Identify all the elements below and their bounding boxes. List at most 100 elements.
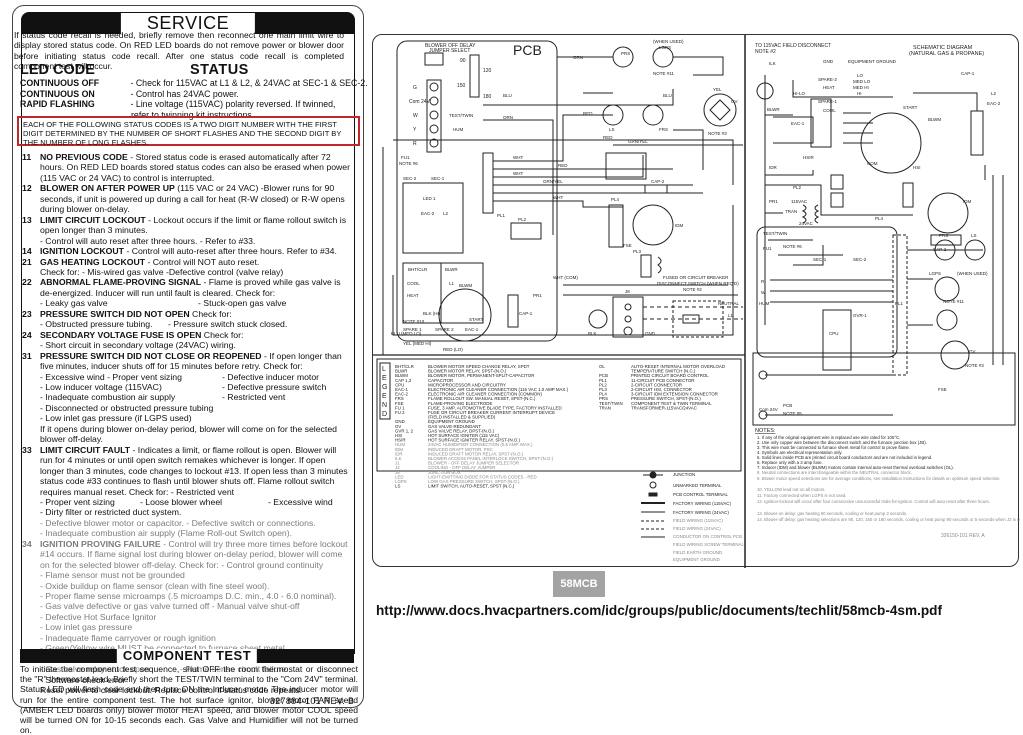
code-number: 23 bbox=[22, 308, 32, 319]
cap1-label: CAP-1 bbox=[519, 311, 533, 316]
pl4-label: PL4 bbox=[611, 197, 620, 202]
ilk-wire-label: BLK bbox=[588, 331, 597, 336]
code-text: - Inadequate combustion air supply (Flam… bbox=[40, 528, 293, 539]
code-text: - Software check error bbox=[40, 674, 126, 685]
note-item: 5. Solid lines inside PCB are printed ci… bbox=[757, 455, 932, 460]
service-title-bar: SERVICE bbox=[21, 12, 355, 34]
jumper-subtitle: JUMPER SELECT bbox=[429, 48, 470, 54]
legend-abbr: BHT/CLR bbox=[395, 364, 414, 369]
wire-label: WHT bbox=[513, 171, 523, 176]
legend-letter: E bbox=[382, 375, 387, 382]
schematic-hsi: HSI bbox=[913, 165, 921, 170]
service-title: SERVICE bbox=[120, 13, 256, 34]
legend-desc: TEMPERATURE SWITCH (N.C.) bbox=[631, 369, 696, 374]
fu1-label: FU1 bbox=[401, 155, 410, 160]
legend-symbol-desc: PCB CONTROL TERMINAL bbox=[673, 492, 728, 497]
legend-desc: BLOWER - OFF DELAY JUMPER SELECTOR bbox=[428, 461, 519, 466]
legend-symbol-desc: CONDUCTOR ON CONTROL PCB bbox=[673, 534, 742, 539]
highlighted-note: Each of the following status codes is a … bbox=[17, 116, 360, 147]
model-badge: 58MCB bbox=[553, 571, 605, 597]
code-title: PRESSURE SWITCH DID NOT OPEN bbox=[40, 308, 190, 319]
schematic-idm: IDM bbox=[963, 199, 972, 204]
code-check: - Pressure switch stuck closed. bbox=[168, 319, 288, 330]
pl1-label: PL1 bbox=[497, 213, 506, 218]
note-item: 8. Neutral connections are interchangeab… bbox=[757, 470, 912, 475]
code-check: - Obstructed pressure tubing. bbox=[40, 319, 153, 330]
wire-label: ORN bbox=[573, 55, 583, 60]
blwr-label: BLWR bbox=[445, 267, 458, 272]
legend-abbr: GVR 1, 2 bbox=[395, 428, 414, 433]
legend-desc: LIMIT SWITCH, AUTO-RESET, SPST (N.C.) bbox=[428, 484, 515, 489]
wire-label: ORN bbox=[503, 115, 513, 120]
code-check: - Defective pressure switch bbox=[222, 381, 327, 392]
jumper-value: 180 bbox=[483, 94, 492, 100]
legend-abbr: BLWR bbox=[395, 369, 407, 374]
fuse-label-2: DISCONNECT SWITCH (WHEN REQ'D) bbox=[657, 281, 739, 286]
diagram-part-number: 326150-101 REV. A bbox=[941, 533, 985, 539]
terminal-label: R bbox=[413, 141, 417, 147]
code-text: Check for: bbox=[189, 308, 232, 319]
led-code-list: CONTINUOUS OFF - Check for 115VAC at L1 … bbox=[20, 78, 368, 120]
sec1-label: SEC-1 bbox=[431, 176, 445, 181]
wire-label: WHT (COM) bbox=[553, 275, 578, 280]
led-code-row: RAPID FLASHING - Line voltage (115VAC) p… bbox=[20, 99, 350, 110]
code-check: - Defective Hot Surface Ignitor bbox=[40, 611, 157, 622]
service-intro: If status code recall is needed, briefly… bbox=[14, 30, 344, 72]
note6-label: NOTE #6 bbox=[399, 161, 418, 166]
wire-label: BLU bbox=[663, 93, 672, 98]
schematic-gv: GV bbox=[969, 349, 976, 354]
schematic-subtitle: (NATURAL GAS & PROPANE) bbox=[909, 51, 984, 57]
note11-label: NOTE #11 bbox=[653, 71, 674, 76]
tap-label: MED HI bbox=[853, 85, 869, 90]
code-text: open longer than 3 minutes. bbox=[40, 225, 148, 236]
code-text: - Control will auto reset after three ho… bbox=[40, 235, 256, 246]
legend-desc: MICROPROCESSOR AND CIRCUITRY bbox=[428, 382, 506, 387]
legend-desc: 2-CIRCUIT CONNECTOR bbox=[631, 382, 682, 387]
legend-abbr: J1 bbox=[395, 461, 400, 466]
terminal-label: W bbox=[413, 113, 418, 119]
schematic-24vac: 24VAC bbox=[799, 221, 814, 226]
code-text: - Flame is proved while gas valve is bbox=[201, 277, 341, 288]
legend-desc: LOW GAS PRESSURE SWITCH, SPST-(N.O.) bbox=[428, 479, 520, 484]
legend-abbr: EAC-1 bbox=[395, 387, 408, 392]
code-check: - Inadequate combustion air supply bbox=[40, 392, 176, 403]
terminal-label: Y bbox=[413, 127, 417, 133]
schematic-pr1: PR1 bbox=[769, 199, 778, 204]
j8-label: J8 bbox=[625, 289, 630, 294]
source-url[interactable]: http://www.docs.hvacpartners.com/idc/gro… bbox=[376, 603, 942, 618]
legend-symbol-desc: FIELD WIRING (115VAC) bbox=[673, 518, 723, 523]
service-part-number: 327884-101 REV. B bbox=[270, 696, 355, 706]
schematic-idr: IDR bbox=[769, 165, 778, 170]
code-check: - Flame sense circuit failure bbox=[180, 664, 287, 675]
schematic-com24: Com 24V bbox=[759, 407, 778, 412]
bhtclr-label: BHT/CLR bbox=[408, 267, 428, 272]
note-item: 2. Use only copper wire between the disc… bbox=[757, 440, 927, 445]
neutral-label: NEUTRAL bbox=[718, 301, 740, 306]
code-text: - Lockout occurs if the limit or flame r… bbox=[145, 214, 347, 225]
code-check: - Low inducer voltage (115VAC) bbox=[40, 381, 162, 392]
legend-abbr: FRS bbox=[395, 396, 404, 401]
schematic-gvr1: GVR-1 bbox=[853, 313, 867, 318]
code-text: seconds, if unit is powered up during a … bbox=[40, 193, 345, 204]
legend-abbr: PL4 bbox=[599, 392, 607, 397]
schematic-note3: NOTE #3 bbox=[965, 363, 984, 368]
note-item: 13. Blower-on delay: gas heating 60 seco… bbox=[757, 511, 907, 516]
wire-label: RED (LO) bbox=[443, 347, 463, 352]
code-checks: - Low inducer voltage (115VAC) - Defectiv… bbox=[22, 382, 358, 392]
code-title: IGNITION PROVING FAILURE bbox=[40, 538, 161, 549]
code-check: - Gas valve relay stuck open bbox=[40, 664, 150, 675]
note-item: 6. Replace only with a 3 amp fuse. bbox=[757, 460, 823, 465]
tap-label: MED LO bbox=[853, 79, 871, 84]
legend-abbr: PL1 bbox=[599, 378, 607, 383]
code-check: - Defective inducer motor bbox=[222, 371, 320, 382]
code-check: - Excessive wind bbox=[268, 496, 333, 507]
legend-abbr: HSIR bbox=[395, 438, 406, 443]
legend-desc: ELECTRONIC AIR CLEANER CONNECTION (COMMO… bbox=[428, 392, 542, 397]
led1-label: LED 1 bbox=[423, 196, 436, 201]
code-text: - Control will auto-reset after three ho… bbox=[123, 246, 337, 257]
notes-section: NOTES: 1. If any of the original equipme… bbox=[755, 428, 1020, 539]
schematic-pcb: PCB bbox=[783, 403, 792, 408]
